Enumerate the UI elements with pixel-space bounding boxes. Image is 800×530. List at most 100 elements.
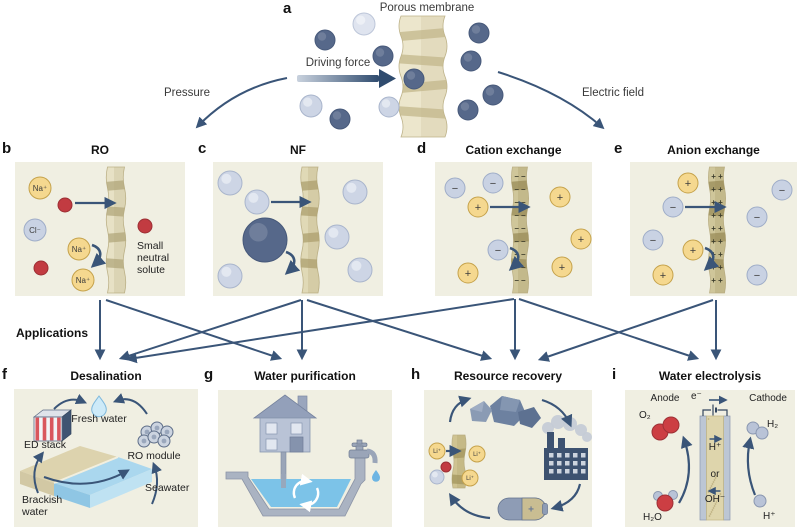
svg-text:+ +: + + [711,172,723,181]
panel-label-g: g [204,366,214,383]
svg-text:+: + [685,178,691,190]
h2o-label: H₂O [643,512,662,523]
svg-text:−: − [754,270,760,282]
panel-water-electrolysis: Anode Cathode e⁻ O₂ H₂ H₂O H⁺ H⁺ or OH⁻ [625,390,795,527]
driving-force-arrow [297,69,396,88]
svg-text:+ +: + + [711,211,723,220]
svg-text:– –: – – [514,237,526,246]
svg-text:+: + [690,245,696,257]
porous-membrane-label: Porous membrane [379,2,475,14]
svg-text:Na⁺: Na⁺ [76,276,90,285]
ed-stack-label: ED stack [23,439,66,451]
svg-text:−: − [452,183,458,195]
proton-label: H⁺ [708,442,722,453]
applications-label: Applications [16,326,89,340]
arrow-c-to-h [306,299,493,361]
house-pipe-underwater [281,474,286,488]
panel-label-f: f [2,366,7,383]
svg-text:– –: – – [514,198,526,207]
water-body-icon [20,446,152,508]
water-drop-icon [372,470,380,482]
arrow-d-to-f [125,298,515,364]
panel-desalination: ED stack Fresh water RO module Brackish … [14,389,198,527]
panel-ro: Na⁺ Cl⁻ Na⁺ Na⁺ Small neutral solute [15,162,185,296]
svg-text:Na⁺: Na⁺ [72,245,86,254]
arrow-d-to-i [518,298,700,361]
svg-text:+ +: + + [711,276,723,285]
arrow-b-to-g [105,299,283,361]
panel-title-water-purification: Water purification [254,369,356,383]
or-label: or [710,469,720,480]
panel-cation-exchange: – –– –– –– –– –– –– –– –– –−−+−++++ [435,162,592,296]
svg-text:+ +: + + [711,198,723,207]
battery-symbol [702,404,728,416]
h2-molecule [746,421,769,440]
svg-text:Cl⁻: Cl⁻ [29,226,41,235]
panel-label-d: d [417,140,427,157]
svg-text:– –: – – [514,172,526,181]
svg-text:−: − [495,245,501,257]
svg-text:– –: – – [514,211,526,220]
driving-force-label: Driving force [305,57,371,69]
brackish-water-label: Brackish water [22,494,63,519]
panel-nf [213,162,383,296]
electric-field-arrow [497,71,605,130]
o2-label: O₂ [639,410,651,421]
factory-icon [542,415,592,480]
svg-text:– –: – – [514,185,526,194]
ro-module-icon [137,421,174,448]
pressure-label: Pressure [163,87,211,99]
panel-label-a: a [283,0,292,17]
arrow-e-to-h [537,299,714,362]
fresh-water-label: Fresh water [71,413,127,425]
faucet-icon [348,439,378,464]
ed-stack-icon [32,409,73,442]
connection-arrows [94,298,722,364]
panel-title-cation-exchange: Cation exchange [465,143,562,157]
panel-label-b: b [2,140,12,157]
svg-text:– –: – – [514,250,526,259]
panel-label-c: c [198,140,207,157]
svg-text:+: + [660,270,666,282]
electron-label: e⁻ [691,391,702,402]
lithium-membrane-graphic: Li⁺ Li⁺ Li⁺ [428,434,486,489]
h2-label: H₂ [767,419,779,430]
svg-text:+ +: + + [711,224,723,233]
panel-title-resource-recovery: Resource recovery [453,369,563,383]
anode-reaction-arrow [678,435,693,504]
ro-module-label: RO module [127,450,181,462]
h2o-molecule [653,490,678,512]
svg-text:Na⁺: Na⁺ [33,184,47,193]
panel-title-water-electrolysis: Water electrolysis [658,369,762,383]
pressure-arrow [195,77,288,129]
cathode-label: Cathode [749,393,787,404]
svg-text:+: + [559,262,565,274]
h-plus-feed-label: H⁺ [763,511,776,522]
panel-label-h: h [411,366,421,383]
svg-text:+: + [475,202,481,214]
svg-text:−: − [490,178,496,190]
panel-anion-exchange: + ++ ++ ++ ++ ++ ++ ++ ++ ++−−++−−− [630,162,797,296]
h-plus-ion [753,494,767,508]
seawater-label: Seawater [145,482,190,494]
small-neutral-solute-label: Small neutral solute [137,240,170,277]
svg-text:Li⁺: Li⁺ [466,475,474,482]
svg-text:+ +: + + [711,263,723,272]
desalination-cycle-arrows [32,393,162,505]
svg-text:−: − [650,235,656,247]
svg-text:+: + [465,268,471,280]
svg-text:Li⁺: Li⁺ [473,451,481,458]
hydroxide-label: OH⁻ [704,494,726,505]
recycle-icon [292,473,320,513]
arrow-c-to-f [118,299,302,361]
svg-text:+: + [528,505,534,516]
recovery-cycle-arrows [448,395,582,520]
svg-text:Li⁺: Li⁺ [433,448,441,455]
solute-spheres [299,12,504,130]
svg-text:– –: – – [514,224,526,233]
battery-icon: + [497,497,548,521]
svg-text:+ +: + + [711,237,723,246]
panel-water-purification [218,390,392,527]
